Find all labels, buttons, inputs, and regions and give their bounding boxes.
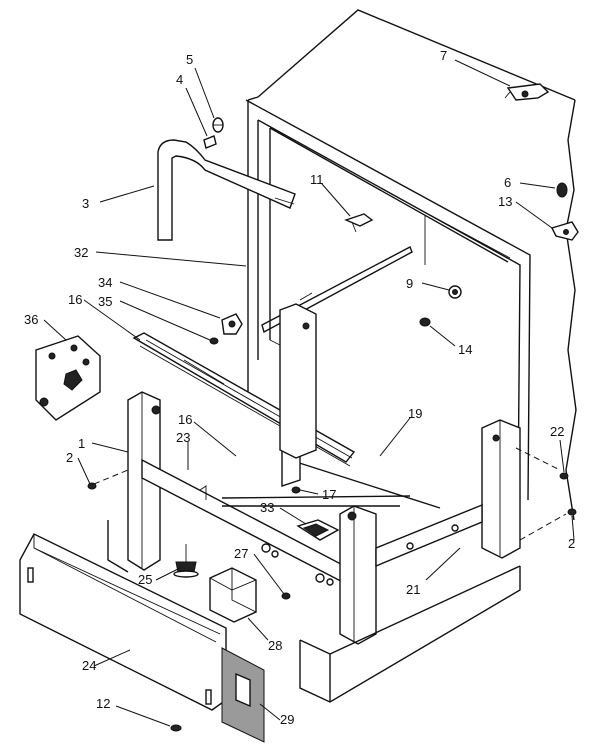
callout-35: 35 bbox=[98, 294, 112, 309]
callout-16-top: 16 bbox=[68, 292, 82, 307]
callout-33: 33 bbox=[260, 500, 274, 515]
callout-9: 9 bbox=[406, 276, 413, 291]
callout-28: 28 bbox=[268, 638, 282, 653]
callout-32: 32 bbox=[74, 245, 88, 260]
leveling-leg-25 bbox=[173, 544, 199, 578]
callout-24: 24 bbox=[82, 658, 96, 673]
clip-11 bbox=[344, 213, 374, 233]
screw-35 bbox=[209, 337, 219, 345]
callout-23: 23 bbox=[176, 430, 190, 445]
callout-14: 14 bbox=[458, 342, 472, 357]
callout-21: 21 bbox=[406, 582, 420, 597]
screw-2-right bbox=[567, 508, 577, 516]
callout-22: 22 bbox=[550, 424, 564, 439]
screw-17 bbox=[291, 486, 301, 494]
toe-kick-panel-24 bbox=[19, 533, 227, 711]
callout-5: 5 bbox=[186, 52, 193, 67]
callout-27: 27 bbox=[234, 546, 248, 561]
callout-4: 4 bbox=[176, 72, 183, 87]
screw-27 bbox=[281, 592, 291, 600]
base-frame bbox=[93, 303, 567, 703]
callout-7: 7 bbox=[440, 48, 447, 63]
part-33 bbox=[296, 519, 340, 541]
tub-rail bbox=[261, 246, 413, 334]
screw-6 bbox=[556, 182, 568, 198]
callout-34: 34 bbox=[98, 275, 112, 290]
bracket-4 bbox=[203, 135, 217, 149]
screw-22 bbox=[559, 472, 569, 480]
callout-12: 12 bbox=[96, 696, 110, 711]
callout-3: 3 bbox=[82, 196, 89, 211]
screw-2-left bbox=[87, 482, 97, 490]
switch-34 bbox=[221, 313, 243, 335]
callout-2-right: 2 bbox=[568, 536, 575, 551]
front-rail-16 bbox=[132, 332, 356, 467]
bracket-13 bbox=[551, 221, 579, 241]
mount-bracket-36 bbox=[35, 335, 101, 421]
nut-9 bbox=[448, 285, 462, 299]
screw-14 bbox=[419, 317, 431, 327]
hinge-arm bbox=[157, 139, 296, 241]
callout-17: 17 bbox=[322, 487, 336, 502]
callout-29: 29 bbox=[280, 712, 294, 727]
callout-labels: 5 4 3 7 11 6 13 32 34 35 9 36 16 14 16 1… bbox=[24, 48, 575, 727]
callout-36: 36 bbox=[24, 312, 38, 327]
screw-5 bbox=[212, 117, 224, 133]
callout-2-left: 2 bbox=[66, 450, 73, 465]
callout-1: 1 bbox=[78, 436, 85, 451]
callout-19: 19 bbox=[408, 406, 422, 421]
screw-12 bbox=[170, 724, 182, 732]
callout-16-middle: 16 bbox=[178, 412, 192, 427]
latch-7 bbox=[504, 83, 550, 101]
cabinet-outline bbox=[247, 9, 577, 521]
callout-13: 13 bbox=[498, 194, 512, 209]
leader-lines bbox=[43, 59, 575, 727]
callout-25: 25 bbox=[138, 572, 152, 587]
callout-6: 6 bbox=[504, 175, 511, 190]
electrical-box-28 bbox=[209, 567, 257, 623]
insulation-pad-29 bbox=[221, 647, 265, 743]
tub-frame bbox=[245, 99, 531, 501]
callout-11: 11 bbox=[310, 172, 324, 187]
